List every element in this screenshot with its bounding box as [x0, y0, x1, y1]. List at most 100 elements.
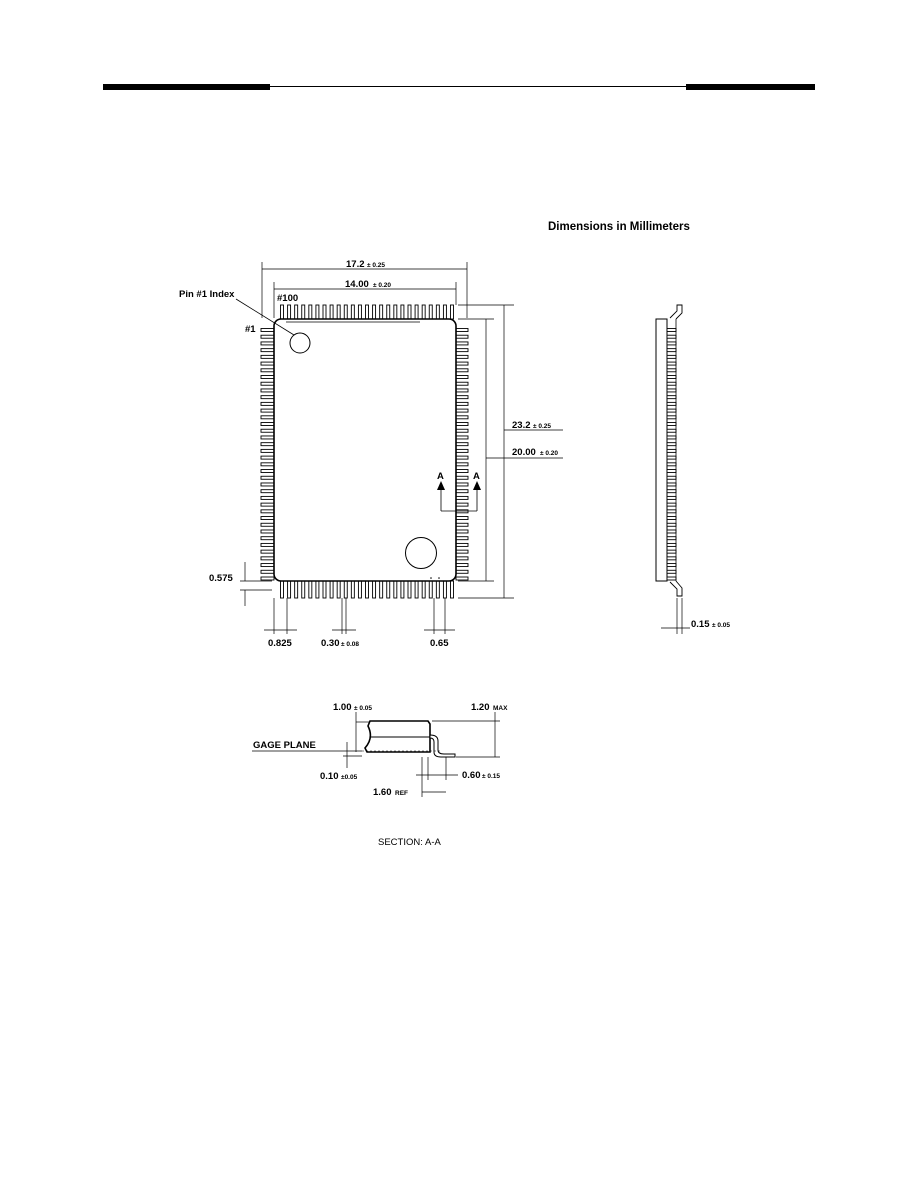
- lead: [666, 522, 677, 527]
- lead: [455, 455, 469, 460]
- lead: [308, 304, 313, 320]
- lead: [260, 569, 275, 574]
- lead: [666, 408, 677, 413]
- lead: [666, 469, 677, 473]
- lead: [301, 580, 306, 599]
- section-marker-right: A: [473, 471, 480, 482]
- lead: [343, 580, 348, 599]
- standoff-body-tol: ± 0.05: [354, 705, 372, 712]
- leads-right-column: [455, 328, 469, 581]
- lead: [666, 395, 677, 400]
- pin1-index-label: Pin #1 Index: [179, 289, 235, 300]
- lead: [260, 348, 275, 353]
- lead: [666, 401, 677, 406]
- lead: [455, 549, 469, 554]
- lead: [455, 415, 469, 420]
- lead: [455, 482, 469, 487]
- lead: [260, 381, 275, 386]
- lead: [455, 576, 469, 581]
- lead: [260, 368, 275, 373]
- lead: [260, 328, 275, 332]
- lead: [357, 580, 362, 599]
- section-arrow-left: [437, 481, 445, 490]
- lead-ref-value: 1.60: [373, 787, 392, 798]
- lead: [260, 563, 275, 568]
- lead: [455, 401, 469, 406]
- lead: [260, 475, 275, 480]
- pin1-label: #1: [245, 324, 256, 335]
- lead: [372, 304, 377, 320]
- lead-ref-tol: REF: [395, 790, 408, 797]
- lead: [260, 482, 275, 487]
- lead: [365, 304, 369, 320]
- leads-top-row: [280, 304, 454, 320]
- lead: [260, 435, 275, 440]
- lead: [666, 368, 677, 373]
- lead: [315, 304, 320, 320]
- lead: [386, 304, 391, 320]
- lead: [260, 455, 275, 460]
- lead: [260, 536, 275, 541]
- lead: [301, 304, 306, 320]
- lead: [666, 502, 677, 507]
- body-width-tol: ± 0.20: [373, 282, 391, 289]
- package-body: [273, 318, 457, 582]
- lead: [260, 375, 275, 379]
- lead: [407, 580, 412, 599]
- lead: [455, 328, 469, 332]
- lead: [666, 328, 677, 332]
- lead: [435, 580, 440, 599]
- lead: [442, 580, 447, 599]
- lead: [260, 509, 275, 514]
- lead: [455, 341, 469, 346]
- lead: [666, 489, 677, 494]
- section-view: [252, 712, 500, 797]
- lead: [260, 442, 275, 447]
- overall-height-value: 23.2: [512, 420, 531, 431]
- side-lead-profile-bottom: [669, 580, 683, 597]
- lead-thickness-tol: ± 0.05: [712, 622, 730, 629]
- lead: [666, 495, 677, 500]
- lead: [666, 549, 677, 554]
- lead: [372, 580, 377, 599]
- lead: [308, 580, 313, 599]
- side-lead-profile-top: [669, 304, 683, 320]
- lead: [455, 542, 469, 547]
- lead: [455, 361, 469, 366]
- lead: [455, 381, 469, 386]
- lead: [400, 580, 405, 599]
- overall-width-value: 17.2: [346, 259, 365, 270]
- lead: [666, 415, 677, 420]
- lead: [357, 304, 362, 320]
- lead: [260, 549, 275, 554]
- lead: [260, 401, 275, 406]
- lead: [455, 475, 469, 480]
- lead: [322, 304, 327, 320]
- lead: [455, 529, 469, 534]
- lead: [455, 442, 469, 447]
- lead: [260, 415, 275, 420]
- max-height-tol: MAX: [493, 705, 508, 712]
- lead: [455, 489, 469, 494]
- pin100-label: #100: [277, 293, 298, 304]
- gage-plane-label: GAGE PLANE: [253, 740, 316, 751]
- lead: [329, 580, 334, 599]
- body-height-tol: ± 0.20: [540, 450, 558, 457]
- lead: [260, 408, 275, 413]
- max-height-value: 1.20: [471, 702, 490, 713]
- lead: [666, 475, 677, 480]
- lead: [455, 502, 469, 507]
- lead: [428, 304, 433, 320]
- lead-pitch-value: 0.65: [430, 638, 449, 649]
- lead: [287, 580, 292, 599]
- lead: [666, 388, 677, 393]
- body-height-value: 20.00: [512, 447, 536, 458]
- standoff-tol: ±0.05: [341, 774, 358, 781]
- lead: [455, 388, 469, 393]
- header-rule-left: [103, 84, 270, 90]
- lead: [260, 516, 275, 521]
- lead: [666, 341, 677, 346]
- lead: [666, 529, 677, 534]
- side-lead-ends: [666, 328, 677, 581]
